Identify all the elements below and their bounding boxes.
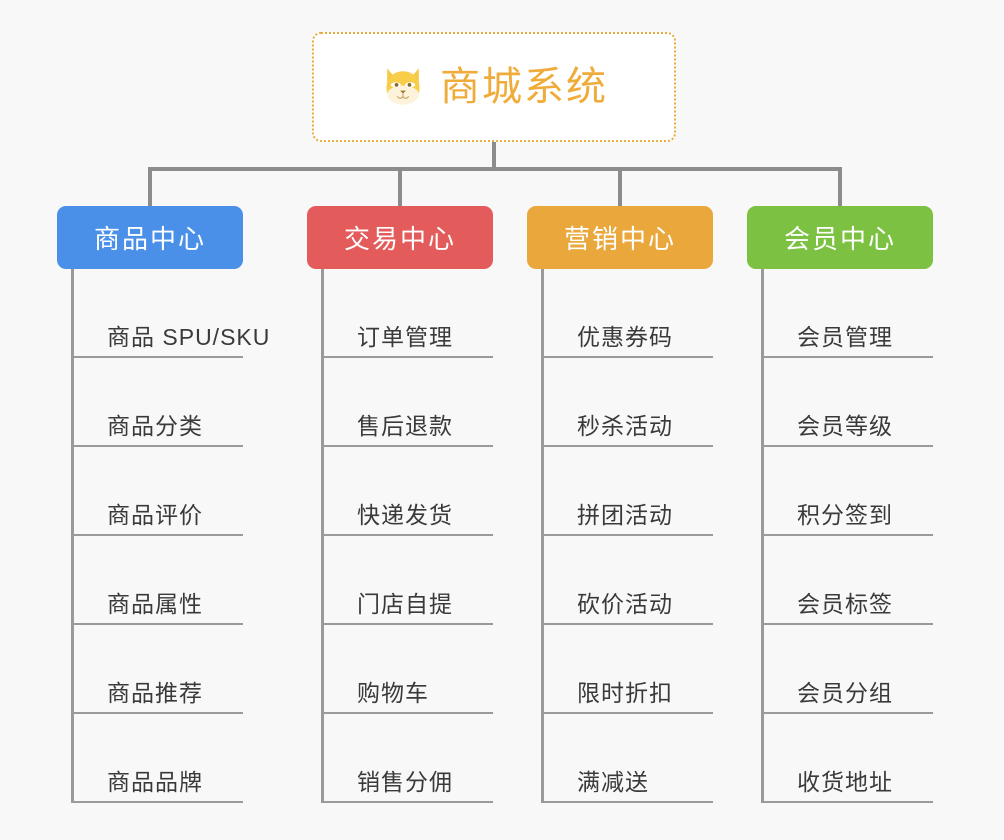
list-item[interactable]: 商品 SPU/SKU <box>74 269 269 358</box>
list-item[interactable]: 售后退款 <box>324 358 493 447</box>
leaf-label: 限时折扣 <box>577 679 673 706</box>
list-item[interactable]: 商品品牌 <box>74 714 243 803</box>
leaf-label: 砍价活动 <box>577 590 673 617</box>
leaf-label: 商品评价 <box>107 501 203 528</box>
branch-body: 会员管理 会员等级 积分签到 会员标签 会员分组 收货地址 <box>761 269 933 803</box>
list-item[interactable]: 快递发货 <box>324 447 493 536</box>
shiba-dog-face-icon <box>386 68 420 105</box>
list-item[interactable]: 门店自提 <box>324 536 493 625</box>
connector-drop-2 <box>398 167 402 208</box>
branch-trade-center: 交易中心 订单管理 售后退款 快递发货 门店自提 购物车 销售分佣 <box>307 206 493 803</box>
list-item[interactable]: 会员管理 <box>764 269 933 358</box>
list-item[interactable]: 商品属性 <box>74 536 243 625</box>
list-item[interactable]: 订单管理 <box>324 269 493 358</box>
leaf-label: 会员等级 <box>797 412 893 439</box>
leaf-label: 秒杀活动 <box>577 412 673 439</box>
connector-drop-3 <box>618 167 622 208</box>
branch-body: 商品 SPU/SKU 商品分类 商品评价 商品属性 商品推荐 商品品牌 <box>71 269 269 803</box>
list-item[interactable]: 拼团活动 <box>544 447 713 536</box>
branch-member-center: 会员中心 会员管理 会员等级 积分签到 会员标签 会员分组 收货地址 <box>747 206 933 803</box>
list-item[interactable]: 优惠券码 <box>544 269 713 358</box>
branch-body: 优惠券码 秒杀活动 拼团活动 砍价活动 限时折扣 满减送 <box>541 269 713 803</box>
leaf-label: 商品品牌 <box>107 768 203 795</box>
list-item[interactable]: 购物车 <box>324 625 493 714</box>
leaf-label: 商品 SPU/SKU <box>107 323 271 350</box>
connector-root-stem <box>492 142 496 170</box>
leaf-label: 销售分佣 <box>357 768 453 795</box>
list-item[interactable]: 砍价活动 <box>544 536 713 625</box>
list-item[interactable]: 会员分组 <box>764 625 933 714</box>
branch-header-member-center[interactable]: 会员中心 <box>747 206 933 269</box>
list-item[interactable]: 积分签到 <box>764 447 933 536</box>
leaf-label: 商品分类 <box>107 412 203 439</box>
leaf-label: 会员管理 <box>797 323 893 350</box>
leaf-label: 满减送 <box>577 768 649 795</box>
list-item[interactable]: 满减送 <box>544 714 713 803</box>
branch-header-product-center[interactable]: 商品中心 <box>57 206 243 269</box>
connector-drop-4 <box>838 167 842 208</box>
branch-header-label: 营销中心 <box>563 224 676 254</box>
list-item[interactable]: 销售分佣 <box>324 714 493 803</box>
branch-product-center: 商品中心 商品 SPU/SKU 商品分类 商品评价 商品属性 商品推荐 商品品牌 <box>57 206 269 803</box>
connector-drop-1 <box>148 167 152 208</box>
list-item[interactable]: 秒杀活动 <box>544 358 713 447</box>
leaf-label: 优惠券码 <box>577 323 673 350</box>
branch-header-trade-center[interactable]: 交易中心 <box>307 206 493 269</box>
branch-marketing-center: 营销中心 优惠券码 秒杀活动 拼团活动 砍价活动 限时折扣 满减送 <box>527 206 713 803</box>
leaf-label: 门店自提 <box>357 590 453 617</box>
list-item[interactable]: 收货地址 <box>764 714 933 803</box>
connector-horizontal-bus <box>149 167 841 171</box>
root-node[interactable]: 商城系统 <box>312 32 676 142</box>
leaf-label: 会员分组 <box>797 679 893 706</box>
branch-body: 订单管理 售后退款 快递发货 门店自提 购物车 销售分佣 <box>321 269 493 803</box>
list-item[interactable]: 商品分类 <box>74 358 243 447</box>
leaf-label: 售后退款 <box>357 412 453 439</box>
leaf-label: 快递发货 <box>357 501 453 528</box>
branch-header-marketing-center[interactable]: 营销中心 <box>527 206 713 269</box>
leaf-label: 订单管理 <box>357 323 453 350</box>
list-item[interactable]: 限时折扣 <box>544 625 713 714</box>
leaf-label: 商品属性 <box>107 590 203 617</box>
leaf-label: 购物车 <box>357 679 429 706</box>
leaf-label: 会员标签 <box>797 590 893 617</box>
list-item[interactable]: 会员标签 <box>764 536 933 625</box>
leaf-label: 积分签到 <box>797 501 893 528</box>
branch-header-label: 商品中心 <box>93 224 206 254</box>
branch-header-label: 会员中心 <box>783 224 896 254</box>
leaf-label: 拼团活动 <box>577 501 673 528</box>
leaf-label: 收货地址 <box>797 768 893 795</box>
list-item[interactable]: 会员等级 <box>764 358 933 447</box>
list-item[interactable]: 商品推荐 <box>74 625 243 714</box>
list-item[interactable]: 商品评价 <box>74 447 243 536</box>
root-title: 商城系统 <box>440 65 608 109</box>
branch-header-label: 交易中心 <box>343 224 456 254</box>
leaf-label: 商品推荐 <box>107 679 203 706</box>
